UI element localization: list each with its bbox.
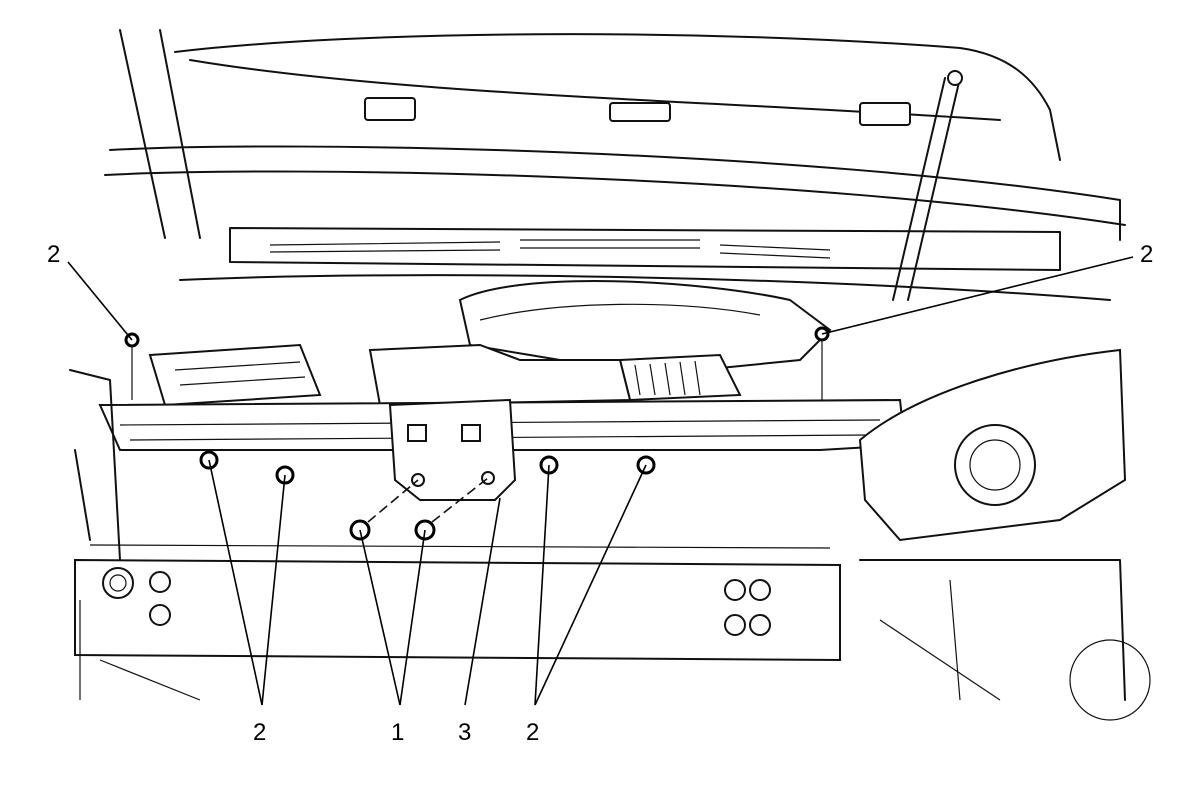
grommet-2-alignment [431,477,489,523]
left-structure [69,369,201,701]
upper-right-bolt [814,326,830,400]
callout-bottom-left: 2 [253,719,266,746]
leader-lines [67,256,1134,706]
right-lower-area [859,559,1151,721]
cowl-panel [179,227,1111,301]
callout-upper-right: 2 [1140,241,1153,268]
lower-crossmember [74,544,841,662]
callout-bottom-center-left: 1 [391,719,404,746]
center-bracket [388,398,517,501]
engine-cover [458,280,832,402]
fuse-box [148,343,322,407]
grommet-1-alignment [367,479,419,523]
callout-bottom-center: 3 [458,719,471,746]
headlamp-assembly [858,348,1127,542]
hood-strut [892,70,963,301]
upper-left-bolt [124,332,140,400]
callout-bottom-center-right: 2 [526,719,539,746]
callout-upper-left: 2 [47,241,60,268]
open-hood [104,29,1126,241]
